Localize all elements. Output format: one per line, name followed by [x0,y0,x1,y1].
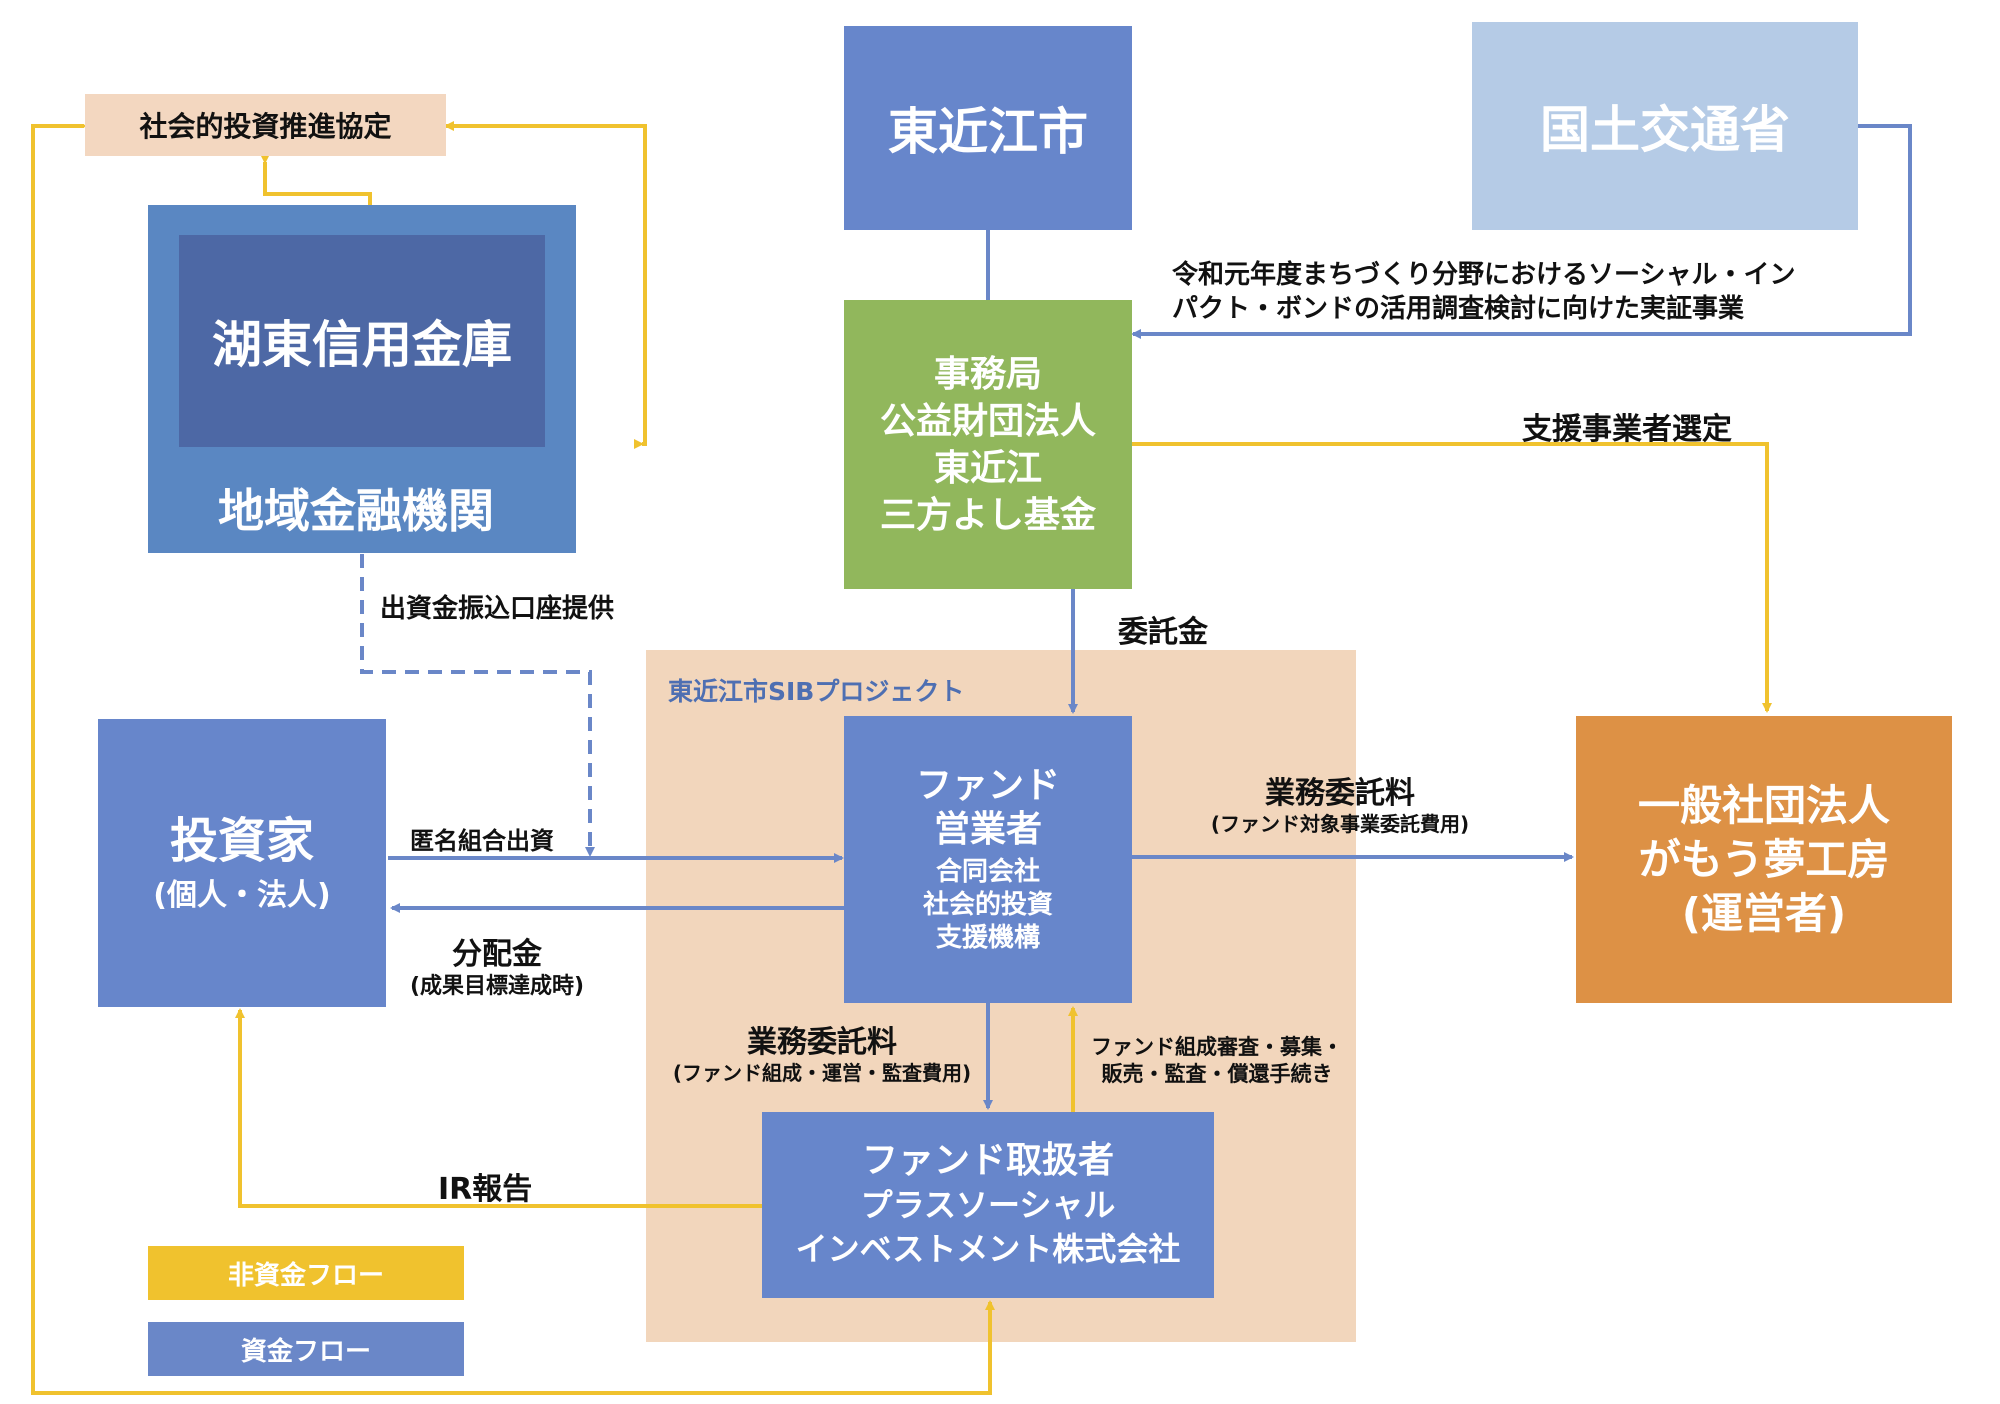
anonymous-investment-label: 匿名組合出資 [410,827,554,855]
secretariat-line-1: 事務局 [933,353,1042,395]
account-provision-label: 出資金振込口座提供 [380,594,615,624]
agreement-box: 社会的投資推進協定 [85,94,446,156]
secretariat-line-3: 東近江 [933,447,1042,489]
ir-report-label: IR報告 [438,1172,533,1207]
agreement-label: 社会的投資推進協定 [139,110,392,143]
distribution-title: 分配金 [452,937,542,972]
secretariat-box: 事務局 公益財団法人 東近江 三方よし基金 [844,300,1132,589]
operator-line-3: (運営者) [1681,888,1847,938]
fund-process-label: ファンド組成審査・募集・ 販売・監査・償還手続き [1082,1034,1352,1088]
distribution-label: 分配金 (成果目標達成時) [392,937,602,1001]
city-box: 東近江市 [844,26,1132,230]
fund-handler-line-2: プラスソーシャル [860,1186,1116,1224]
city-name: 東近江市 [888,103,1088,161]
flow-ir-report [235,1008,762,1208]
support-selection-label: 支援事業者選定 [1522,412,1732,447]
mlit-project-line-2: パクト・ボンドの活用調査検討に向けた実証事業 [1172,294,1745,324]
fund-operator-title-2: 営業者 [933,809,1042,850]
fund-handler-line-3: インベストメント株式会社 [795,1230,1181,1268]
fund-operator-sub-2: 社会的投資 [922,890,1053,920]
legend-fund-label: 資金フロー [240,1336,371,1367]
business-fee-down-sub: (ファンド組成・運営・監査費用) [672,1061,972,1085]
bank-name: 湖東信用金庫 [212,316,512,374]
secretariat-line-2: 公益財団法人 [879,400,1096,442]
business-fee-right-sub: (ファンド対象事業委託費用) [1210,812,1470,836]
distribution-sub: (成果目標達成時) [409,974,585,999]
mlit-name: 国土交通省 [1540,101,1790,159]
flow-support-selection [1132,442,1772,713]
legend-fund: 資金フロー [148,1322,464,1376]
operator-line-1: 一般社団法人 [1637,780,1890,830]
fund-operator-title-1: ファンド [915,765,1060,806]
investor-title: 投資家 [169,813,314,869]
operator-line-2: がもう夢工房 [1638,834,1890,884]
legend-non-fund-label: 非資金フロー [227,1260,384,1291]
business-fee-down-label: 業務委託料 (ファンド組成・運営・監査費用) [652,1025,992,1085]
mlit-project-line-1: 令和元年度まちづくり分野におけるソーシャル・イン [1172,260,1796,290]
bank-box: 湖東信用金庫 地域金融機関 [148,205,576,553]
fund-operator-sub-1: 合同会社 [935,857,1040,887]
operator-box: 一般社団法人 がもう夢工房 (運営者) [1576,716,1952,1003]
investor-box: 投資家 (個人・法人) [98,719,386,1007]
secretariat-line-4: 三方よし基金 [879,494,1096,536]
fund-process-line-2: 販売・監査・償還手続き [1101,1062,1333,1086]
mlit-project-label: 令和元年度まちづくり分野におけるソーシャル・イン パクト・ボンドの活用調査検討に… [1172,258,1795,326]
fund-handler-box: ファンド取扱者 プラスソーシャル インベストメント株式会社 [762,1112,1214,1298]
business-fee-right-title: 業務委託料 [1265,776,1415,811]
bank-category: 地域金融機関 [218,484,494,538]
legend-non-fund: 非資金フロー [148,1246,464,1300]
bank-name-box: 湖東信用金庫 [179,235,545,447]
fund-process-line-1: ファンド組成審査・募集・ [1091,1035,1343,1059]
consignment-fee-label: 委託金 [1118,615,1208,650]
flow-account-provision [360,554,595,857]
business-fee-right-label: 業務委託料 (ファンド対象事業委託費用) [1190,776,1490,836]
flow-agreement-to-handler [31,121,995,1395]
fund-operator-sub-3: 支援機構 [935,923,1040,953]
mlit-box: 国土交通省 [1472,22,1858,230]
business-fee-down-title: 業務委託料 [747,1025,897,1060]
flow-mlit-to-secretariat [1131,124,1912,339]
fund-handler-line-1: ファンド取扱者 [861,1140,1114,1181]
investor-sub: (個人・法人) [153,878,331,913]
fund-operator-box: ファンド 営業者 合同会社 社会的投資 支援機構 [844,716,1132,1003]
